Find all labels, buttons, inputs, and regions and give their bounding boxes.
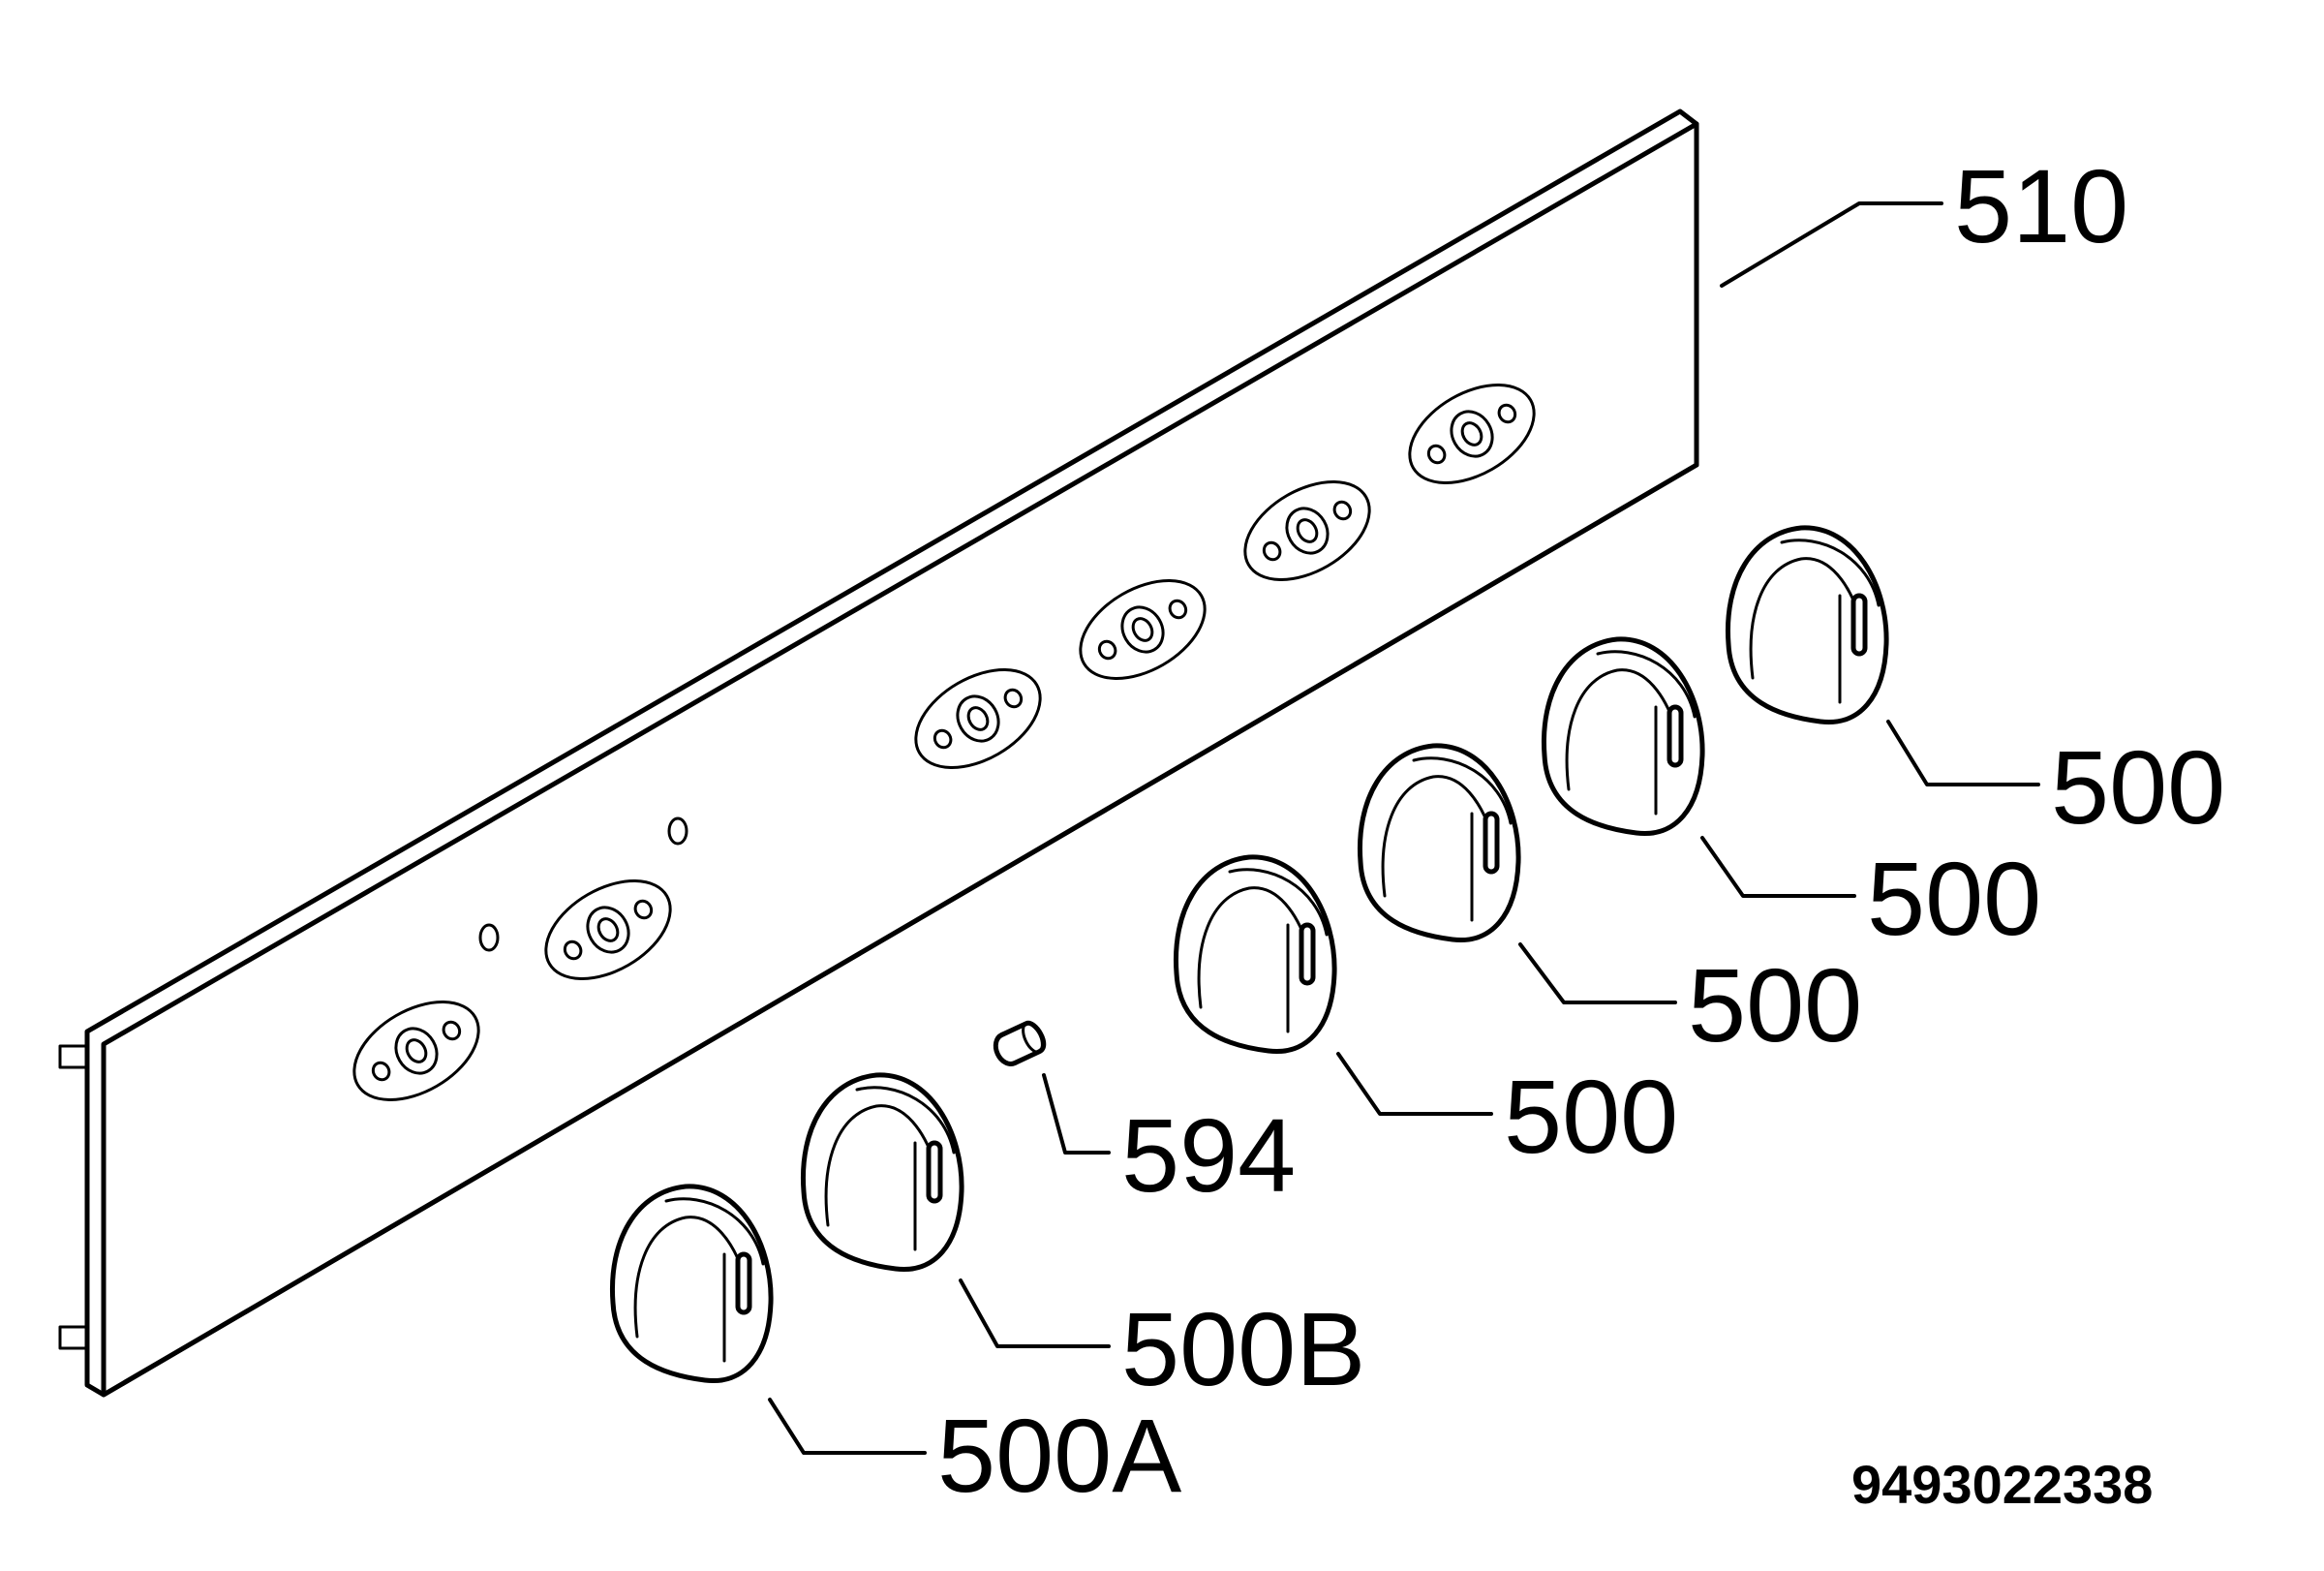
- knob-mount-3: [914, 668, 1042, 769]
- knob-mount-2: [544, 879, 672, 980]
- leader-500-3: [1700, 836, 1856, 898]
- indicator-hole-1: [478, 923, 500, 952]
- knob-500a: [609, 1184, 774, 1384]
- leader-594: [1042, 1073, 1111, 1155]
- knob-500b: [800, 1072, 964, 1273]
- knob-500-4: [1725, 525, 1889, 725]
- control-panel: [58, 108, 1699, 1398]
- label-500b: 500B: [1121, 1290, 1365, 1407]
- label-500-2: 500: [1688, 946, 1862, 1063]
- indicator-lamp: [993, 1021, 1047, 1066]
- document-number: 9493022338: [1851, 1454, 2153, 1515]
- knob-500-3: [1541, 636, 1705, 837]
- label-594: 594: [1121, 1096, 1296, 1214]
- knob-500-1: [1173, 854, 1337, 1055]
- label-510: 510: [1954, 147, 2128, 264]
- label-500a: 500A: [937, 1397, 1181, 1514]
- panel-bracket-bottom: [58, 1325, 89, 1350]
- label-500-1: 500: [1504, 1058, 1678, 1175]
- knob-mount-6: [1408, 384, 1536, 484]
- label-500-4: 500: [2051, 728, 2225, 846]
- indicator-hole-2: [667, 816, 688, 846]
- leader-500a: [768, 1398, 927, 1455]
- leader-500-4: [1886, 720, 2040, 786]
- leader-500b: [959, 1278, 1111, 1348]
- knob-mount-4: [1079, 579, 1207, 680]
- panel-bracket-top: [58, 1044, 89, 1069]
- knob-mount-5: [1243, 480, 1371, 581]
- panel-front-face: [101, 121, 1699, 1398]
- knob-500-2: [1357, 743, 1521, 943]
- knob-mount-1: [352, 1001, 480, 1101]
- label-500-3: 500: [1867, 840, 2041, 957]
- leader-510: [1720, 201, 1943, 288]
- leader-500-2: [1518, 942, 1677, 1004]
- leader-500-1: [1336, 1052, 1493, 1116]
